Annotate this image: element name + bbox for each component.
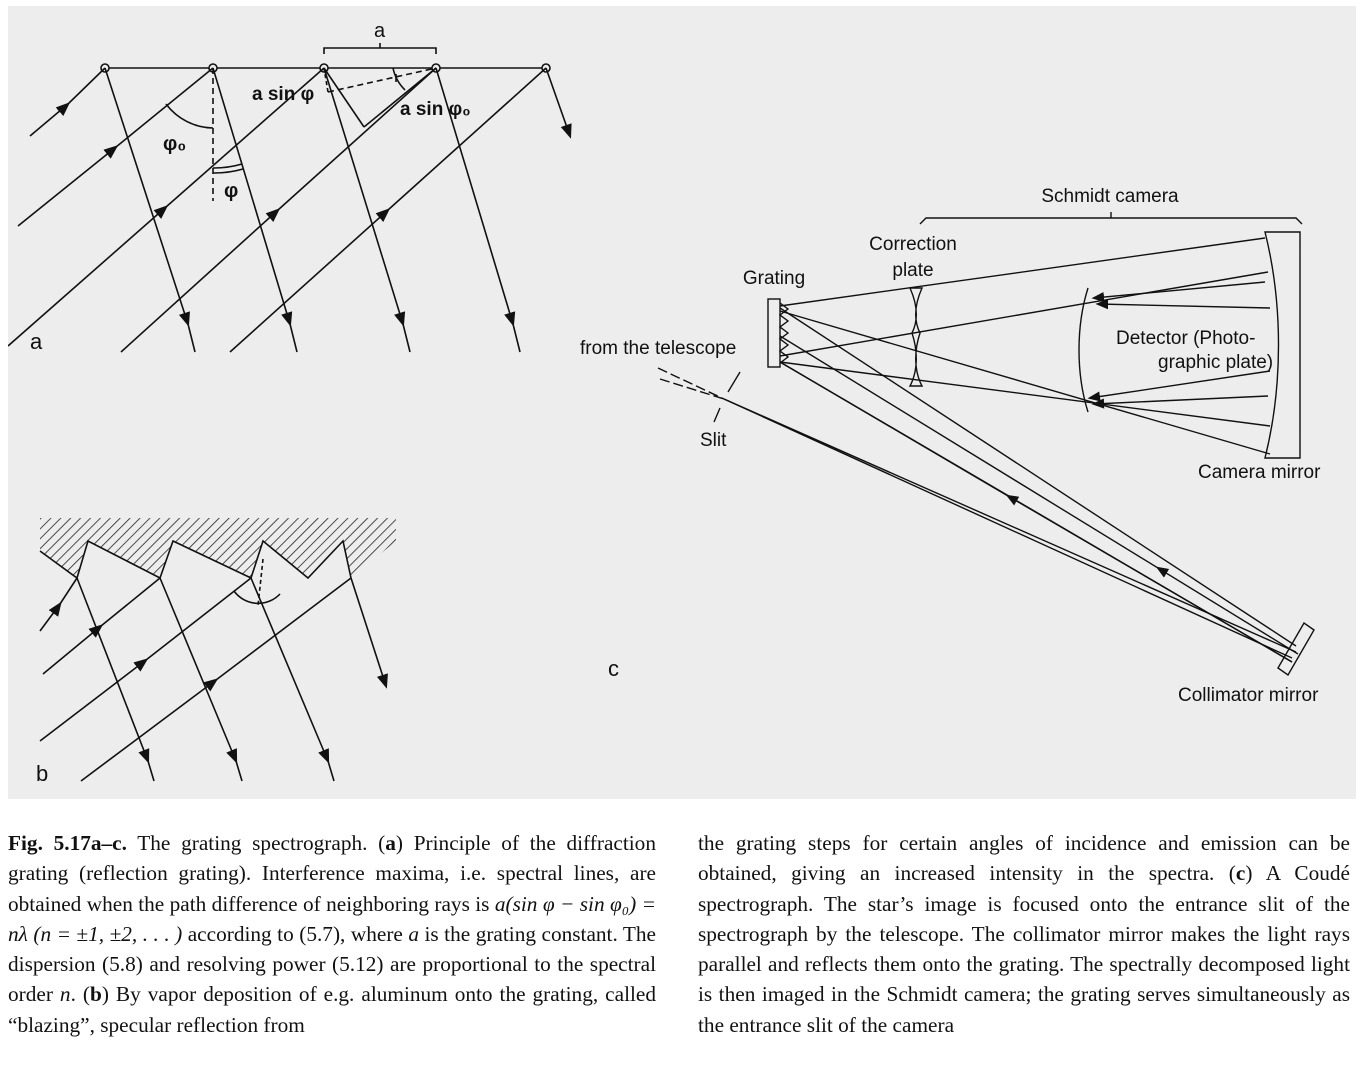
panel-c-coude-spectrograph: [657, 212, 1315, 677]
incident-ray: [80, 577, 352, 782]
caption-left-column: Fig. 5.17a–c. The grating spectrograph. …: [8, 828, 656, 1040]
caption-paragraph: the grating steps for certain angles of …: [698, 831, 1350, 1037]
panel-b-label: b: [36, 761, 48, 786]
diffracted-ray: [159, 577, 238, 764]
panel-a-label: a: [30, 329, 43, 354]
focused-ray: [1087, 370, 1271, 402]
grating-step-profile: [39, 539, 352, 580]
incident-ray: [39, 577, 78, 632]
caption-paragraph: Fig. 5.17a–c. The grating spectrograph. …: [8, 831, 656, 1037]
path-difference-segment: [363, 67, 437, 128]
path-difference-label-phi0: a sin φ₀: [400, 99, 471, 120]
diffracted-ray: [545, 67, 572, 139]
panel-b-blazed-grating: [39, 518, 396, 782]
grating-hatched-body: [40, 518, 396, 578]
caption-right-column: the grating steps for certain angles of …: [698, 828, 1350, 1040]
collimator-to-grating-ray: [779, 307, 1297, 647]
diffracted-ray: [104, 67, 190, 327]
detector-label: graphic plate): [1158, 352, 1273, 373]
focused-ray: [1091, 281, 1266, 303]
figure-number: Fig. 5.17a–c.: [8, 831, 127, 855]
panel-c-labels: Schmidt camera Correction plate Grating …: [580, 186, 1321, 706]
slit-label: Slit: [700, 430, 727, 451]
diffracted-ray: [350, 577, 388, 689]
diffracted-ray: [435, 67, 516, 327]
slit-jaw: [727, 371, 741, 393]
panel-c-label: c: [608, 656, 619, 681]
schmidt-camera-label: Schmidt camera: [1041, 186, 1179, 207]
incident-ray: [39, 577, 252, 742]
panel-a-diffraction-grating: [8, 43, 572, 353]
panel-a-labels: a a sin φ a sin φ₀ φ₀ φ a: [30, 20, 471, 354]
grating-to-camera-ray: [779, 237, 1266, 307]
focused-ray: [1091, 395, 1269, 409]
figure-drawing: a a sin φ a sin φ₀ φ₀ φ a b: [8, 20, 1321, 786]
angle-arc-phi: [212, 163, 243, 169]
diffracted-ray: [323, 67, 406, 327]
diffracted-ray: [250, 577, 330, 764]
detector-label: Detector (Photo-: [1116, 328, 1255, 349]
angle-arc-phi0: [165, 103, 214, 129]
focused-ray: [1095, 299, 1271, 310]
schmidt-camera-brace: [919, 217, 1303, 225]
facet-normal: [257, 558, 264, 607]
correction-plate: [908, 287, 924, 387]
telescope-beam: [657, 367, 725, 400]
angle-label-phi0: φ₀: [163, 133, 186, 155]
collimator-to-grating-ray: [779, 335, 1299, 655]
incident-ray: [229, 67, 547, 353]
path-difference-label-phi: a sin φ: [252, 84, 314, 105]
detector-plate: [1078, 287, 1089, 413]
blaze-angle-arc: [233, 590, 281, 605]
slit-to-collimator-ray: [723, 398, 1297, 653]
grating-element: [767, 298, 781, 368]
small-angle-arc: [392, 67, 406, 91]
grating-constant-bracket: [323, 47, 437, 54]
camera-mirror-label: Camera mirror: [1198, 462, 1321, 483]
grating-to-camera-ray: [779, 361, 1271, 427]
incident-ray: [120, 67, 437, 353]
diffracted-ray: [212, 67, 293, 327]
path-difference-segment: [323, 67, 365, 128]
collimator-mirror: [1277, 621, 1315, 677]
correction-plate-label: plate: [892, 260, 933, 281]
angle-label-phi: φ: [224, 180, 238, 202]
figure: a a sin φ a sin φ₀ φ₀ φ a b: [8, 6, 1356, 799]
telescope-beam: [659, 378, 725, 400]
incident-ray: [29, 67, 106, 137]
grating-equation: a(sin φ − sin φ₀) = nλ (n = ±1, ±2, . . …: [8, 891, 656, 946]
from-telescope-label: from the telescope: [580, 338, 736, 359]
camera-mirror: [1264, 231, 1301, 459]
grating-to-camera-ray: [779, 310, 1271, 455]
grating-constant-label: a: [374, 20, 386, 42]
grating-to-camera-ray: [779, 271, 1269, 357]
incident-ray: [8, 67, 325, 347]
collimator-mirror-label: Collimator mirror: [1178, 685, 1319, 706]
path-difference-dashed: [327, 67, 437, 93]
correction-plate-label: Correction: [869, 234, 957, 255]
slit-to-collimator-ray: [723, 398, 1293, 659]
grating-grooves: [778, 302, 790, 364]
incident-ray: [17, 67, 214, 227]
grating-label: Grating: [743, 268, 805, 289]
slit-jaw: [713, 407, 721, 423]
incident-ray: [42, 577, 161, 675]
diffracted-ray: [76, 577, 150, 764]
